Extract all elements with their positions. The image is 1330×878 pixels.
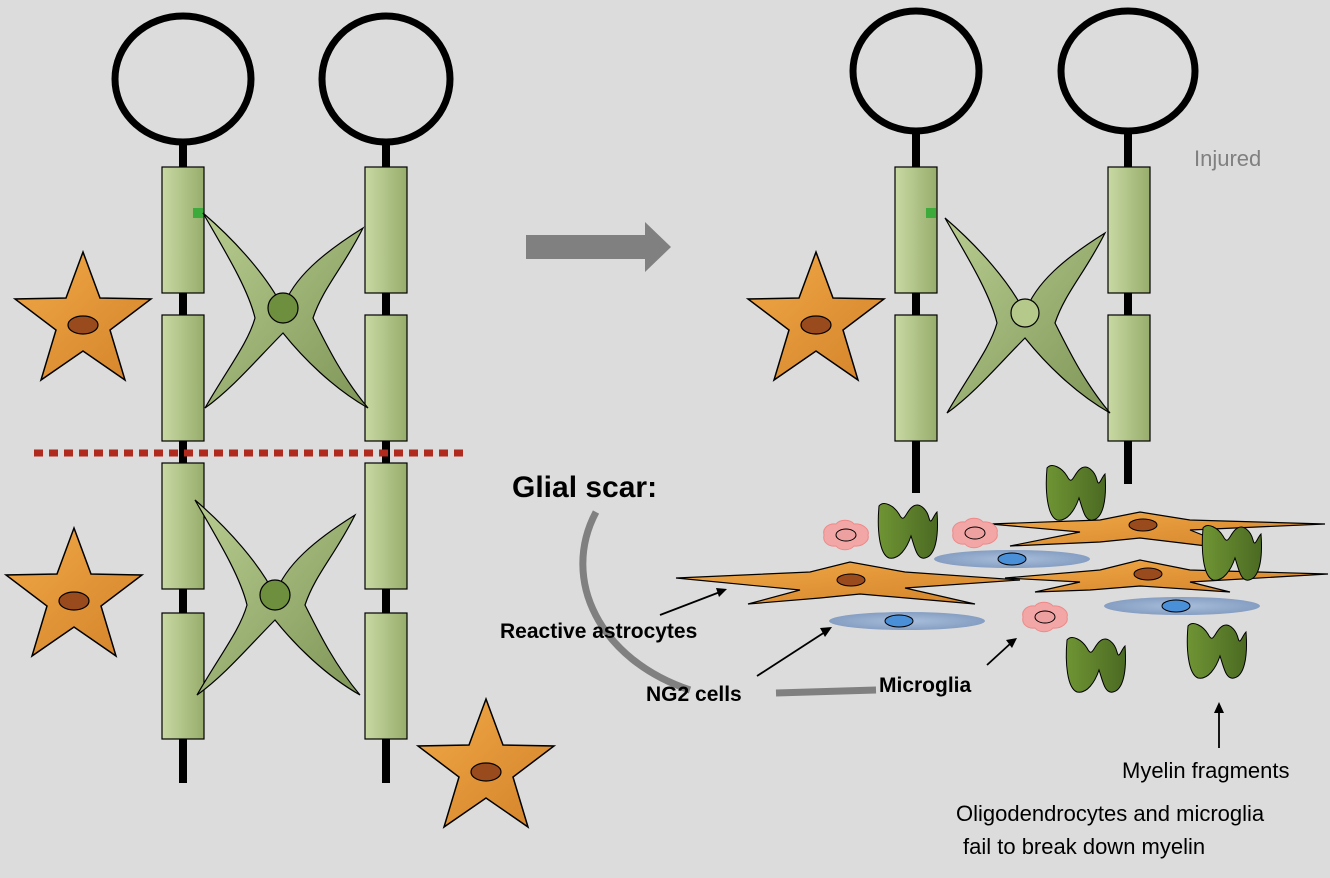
myelin-fragment: [952, 517, 998, 549]
reactive-astrocyte: [675, 561, 1021, 605]
neuron-soma: [1057, 7, 1199, 135]
microglia: [877, 503, 938, 559]
ng2-cell: [829, 612, 985, 630]
myelin-sheath: [894, 314, 938, 442]
myelin-sheath: [1107, 314, 1151, 442]
astrocyte: [747, 251, 885, 381]
myelin-sheath: [1107, 166, 1151, 294]
injured-label: Injured: [1194, 146, 1261, 171]
reactive-astrocyte: [1004, 559, 1329, 593]
neuron-right-2: [1057, 7, 1199, 484]
myelin-fragment: [823, 519, 869, 551]
neuron-soma: [318, 12, 454, 146]
node-marker: [193, 208, 203, 218]
microglia: [1065, 637, 1126, 693]
myelin-sheath: [161, 462, 205, 590]
myelin-sheath: [894, 166, 938, 294]
right-panel: [675, 7, 1329, 693]
pointer-arrows: [659, 588, 1224, 748]
myelin-sheath: [161, 166, 205, 294]
neuron-soma: [849, 7, 983, 135]
oligodendrocyte: [944, 217, 1111, 414]
left-panel: [5, 12, 555, 828]
reactive-astrocyte: [989, 511, 1326, 551]
myelin-sheath: [364, 462, 408, 590]
ng2-cells-label: NG2 cells: [646, 683, 742, 706]
glial-scar-bracket-bottom: [775, 686, 877, 697]
oligodendrocyte: [202, 212, 369, 409]
myelin-sheath: [364, 314, 408, 442]
microglia: [1045, 465, 1106, 521]
neuron-left-1: [111, 12, 255, 783]
glial-scar-bracket: [579, 510, 692, 694]
transition-arrow: [526, 222, 671, 272]
oligodendrocyte: [194, 499, 361, 696]
astrocyte: [14, 251, 152, 381]
myelin-sheath: [364, 612, 408, 740]
microglia: [1186, 623, 1247, 679]
myelin-sheath: [364, 166, 408, 294]
reactive-astrocytes-label: Reactive astrocytes: [500, 620, 697, 643]
caption-line-1: Oligodendrocytes and microglia: [956, 801, 1265, 826]
myelin-fragments-label: Myelin fragments: [1122, 758, 1290, 783]
glial-scar-label: Glial scar:: [512, 471, 657, 504]
neuron-left-2: [318, 12, 454, 783]
caption-line-2: fail to break down myelin: [963, 834, 1205, 859]
ng2-cell: [1104, 597, 1260, 615]
myelin-sheath: [161, 314, 205, 442]
astrocyte: [417, 698, 555, 828]
myelin-fragment: [1022, 601, 1068, 633]
node-marker: [926, 208, 936, 218]
microglia-label: Microglia: [879, 674, 972, 697]
neuron-soma: [111, 12, 255, 146]
neuron-right-1: [849, 7, 983, 493]
astrocyte: [5, 527, 143, 657]
myelin-sheath: [161, 612, 205, 740]
ng2-cell: [934, 550, 1090, 568]
